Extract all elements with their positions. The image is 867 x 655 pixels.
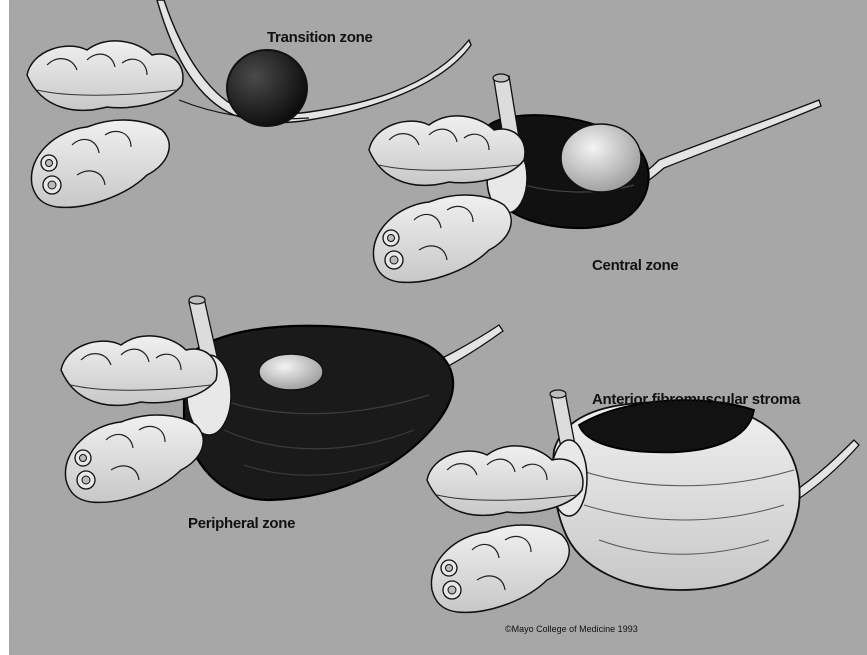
peripheral-inner-lobe	[259, 354, 323, 390]
copyright-credit: ©Mayo College of Medicine 1993	[505, 624, 638, 634]
prostate-zones-illustration	[9, 0, 867, 655]
transition-zone-label: Transition zone	[267, 29, 373, 46]
central-zone-inner-lobe	[561, 124, 641, 192]
anterior-stroma-label: Anterior fibromuscular stroma	[592, 391, 800, 408]
peripheral-zone-label: Peripheral zone	[188, 515, 295, 532]
transition-zone-lobe	[227, 50, 307, 126]
central-zone-label: Central zone	[592, 257, 678, 274]
